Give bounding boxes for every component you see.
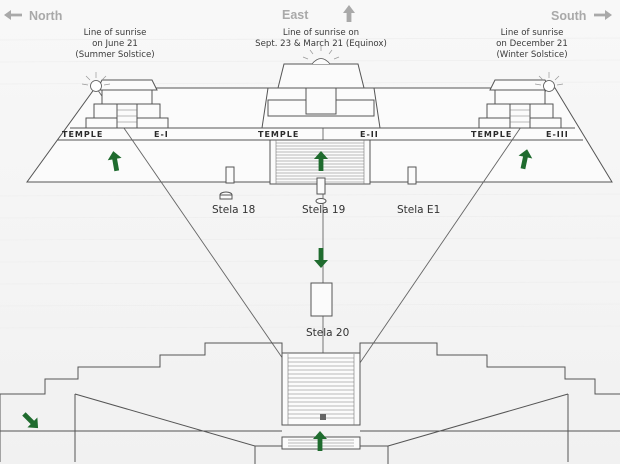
sun-icon xyxy=(81,72,111,92)
observation-point xyxy=(320,414,326,420)
svg-text:on December 21: on December 21 xyxy=(496,39,568,49)
caption-summer: Line of sunrise on June 21 (Summer Solst… xyxy=(75,28,154,60)
temple-e2-label: TEMPLE xyxy=(258,130,299,139)
stela-20: Stela 20 xyxy=(306,282,349,339)
sun-icon xyxy=(534,72,564,92)
temple-e3-label: TEMPLE xyxy=(471,130,512,139)
sun-icon xyxy=(311,58,331,65)
svg-text:Line of sunrise: Line of sunrise xyxy=(84,28,147,38)
pointer-arrows xyxy=(18,147,534,451)
stela-18: Stela 18 xyxy=(212,166,255,216)
svg-text:(Summer Solstice): (Summer Solstice) xyxy=(75,50,154,60)
gray-arrow-icon xyxy=(4,10,22,20)
temple-e1-number: E-I xyxy=(154,130,169,139)
svg-text:Line of sunrise: Line of sunrise xyxy=(501,28,564,38)
east-label: East xyxy=(282,8,309,22)
winter-sight-line xyxy=(322,85,550,418)
temple-e1: TEMPLE E-I xyxy=(62,72,169,139)
svg-text:on June 21: on June 21 xyxy=(92,39,138,49)
gray-arrow-icon xyxy=(594,10,612,20)
caption-winter: Line of sunrise on December 21 (Winter S… xyxy=(496,28,568,60)
observation-pyramid xyxy=(0,342,620,464)
stela-20-label: Stela 20 xyxy=(306,327,349,339)
south-label: South xyxy=(551,9,586,23)
svg-text:Sept. 23 & March 21 (Equinox): Sept. 23 & March 21 (Equinox) xyxy=(255,39,387,49)
gray-arrow-icon xyxy=(343,5,355,22)
svg-text:(Winter Solstice): (Winter Solstice) xyxy=(496,50,567,60)
compass-south: South xyxy=(551,9,612,23)
svg-text:Line of sunrise on: Line of sunrise on xyxy=(283,28,359,38)
stela-e1-label: Stela E1 xyxy=(397,204,440,216)
compass-east: East xyxy=(282,5,355,22)
green-arrow-icon xyxy=(314,248,328,268)
north-label: North xyxy=(29,9,62,23)
temple-e2-number: E-II xyxy=(360,130,379,139)
stela-19-label: Stela 19 xyxy=(302,204,345,216)
temple-e3-number: E-III xyxy=(546,130,569,139)
stela-18-label: Stela 18 xyxy=(212,204,255,216)
temple-e3: TEMPLE E-III xyxy=(471,72,569,139)
stela-19: Stela 19 xyxy=(302,177,345,216)
caption-equinox: Line of sunrise on Sept. 23 & March 21 (… xyxy=(255,28,387,49)
pyramid-stairs xyxy=(287,354,355,425)
compass-north: North xyxy=(4,9,62,23)
green-arrow-icon xyxy=(18,408,44,434)
temple-e1-label: TEMPLE xyxy=(62,130,103,139)
stela-e1: Stela E1 xyxy=(397,166,440,216)
